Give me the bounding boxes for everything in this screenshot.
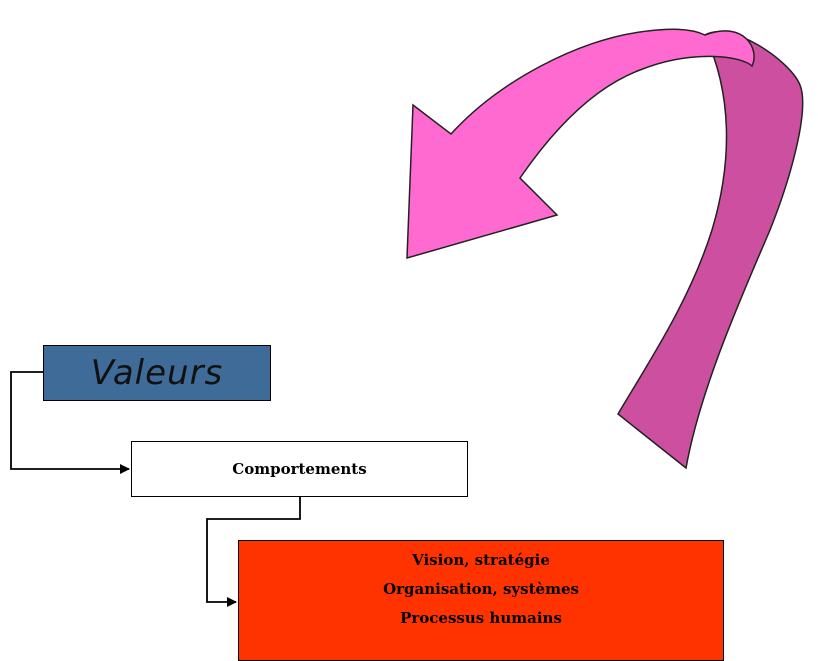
- valeurs-label: Valeurs: [90, 353, 224, 393]
- vision-line-1: Vision, stratégie: [412, 551, 550, 569]
- vision-line-2: Organisation, systèmes: [383, 580, 579, 598]
- connector-comportements-to-vision: [206, 497, 301, 607]
- comportements-box: Comportements: [131, 441, 468, 497]
- curved-arrow-front-band: [406, 28, 755, 260]
- vision-box: Vision, stratégie Organisation, systèmes…: [238, 540, 724, 661]
- comportements-label: Comportements: [232, 460, 367, 478]
- vision-line-3: Processus humains: [400, 609, 562, 627]
- curved-arrow-back-band: [617, 31, 804, 470]
- valeurs-box: Valeurs: [43, 345, 271, 401]
- connector-valeurs-to-comportements: [10, 371, 130, 474]
